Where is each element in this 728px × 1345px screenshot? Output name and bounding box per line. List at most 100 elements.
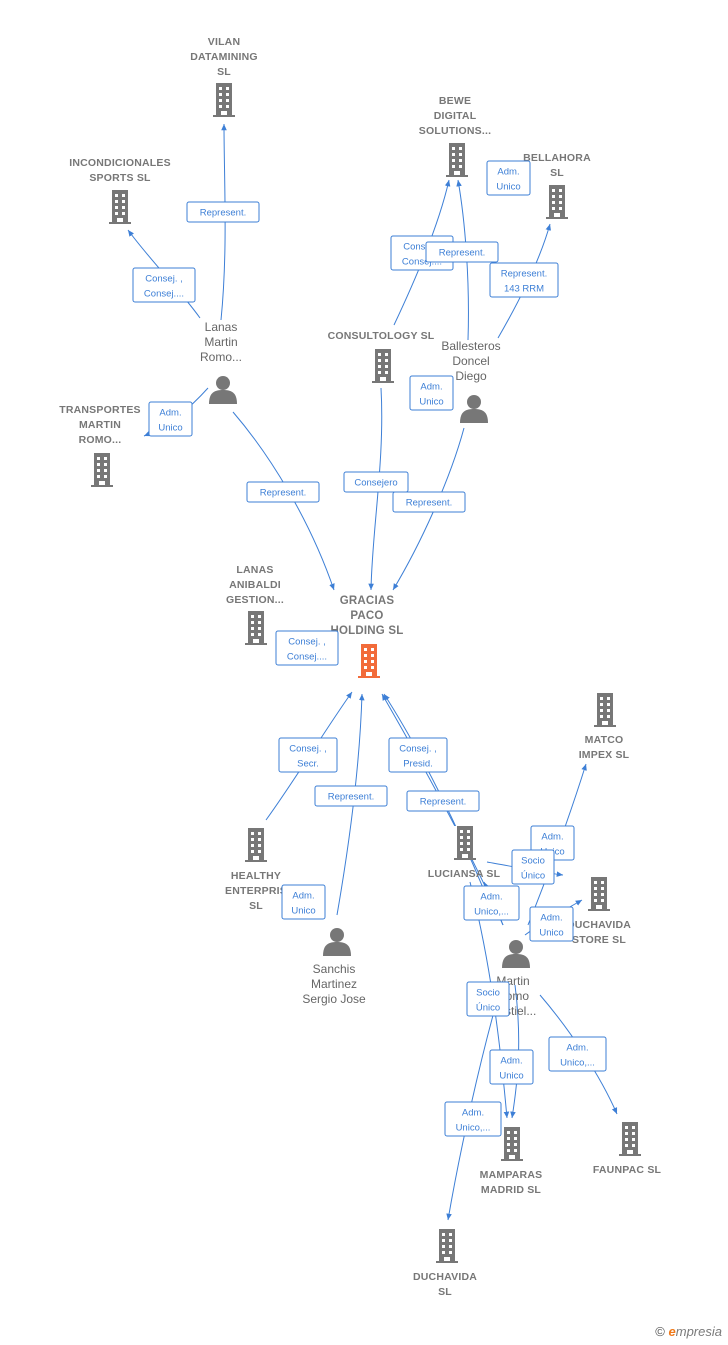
building-icon: [371, 349, 395, 383]
node-label-line: TRANSPORTES: [59, 404, 141, 416]
edge-label-e_adm_duchavida_store[interactable]: Adm.Unico: [529, 906, 574, 942]
edge-label-e_represent_sanchis[interactable]: Represent.: [314, 785, 388, 807]
building-icon: [108, 190, 132, 224]
company-node-bellahora[interactable]: BELLAHORA SL: [523, 152, 591, 219]
edge-label-box: [463, 885, 520, 921]
edge-label-e_consejero[interactable]: Consejero: [343, 471, 409, 493]
company-node-luciansa[interactable]: LUCIANSA SL: [428, 826, 501, 880]
edge-label-e_adm_duchavida[interactable]: Adm.Unico,...: [444, 1101, 502, 1137]
node-label-line: BELLAHORA: [523, 152, 591, 164]
node-label-line: MADRID SL: [481, 1184, 542, 1196]
company-node-faunpac[interactable]: FAUNPAC SL: [593, 1122, 662, 1176]
edge-label-e_adm_consultology[interactable]: Adm. Unico: [409, 375, 454, 411]
node-label-line: HOLDING SL: [331, 625, 404, 637]
edge-label-e_adm_healthy[interactable]: Adm.Unico: [281, 884, 326, 920]
node-label-line: ROMO...: [79, 434, 122, 446]
edge-label-text: Represent.: [406, 498, 452, 509]
edge-label-box: [489, 262, 559, 298]
edge-label-e_represent_ballesteros_main[interactable]: Represent.: [392, 491, 466, 513]
edge-label-text: Unico: [419, 397, 443, 408]
building-icon: [587, 877, 611, 911]
node-label-line: PACO: [350, 610, 383, 622]
edge-label-e_consej_secr[interactable]: Consej. ,Secr.: [278, 737, 338, 773]
edge-label-e_represent_bewe[interactable]: Represent.: [425, 241, 499, 263]
edge-label-e_consej_incond[interactable]: Consej. ,Consej....: [132, 267, 196, 303]
edge-label-text: Unico,...: [456, 1123, 491, 1134]
edge-label-e_adm_bewe[interactable]: Adm.Unico: [486, 160, 531, 196]
edge-label-box: [425, 241, 499, 263]
node-label-line: VILAN: [208, 36, 241, 48]
edge-label-text: 143 RRM: [504, 284, 544, 295]
edge-label-box: [444, 1101, 502, 1137]
edge-label-text: Adm.: [292, 891, 314, 902]
node-label-line: LANAS: [236, 564, 273, 576]
edge-label-text: Consej. ,: [288, 637, 326, 648]
edge-label-text: Consej. ,: [403, 242, 441, 253]
edge-label-e_represent_lanas_main[interactable]: Represent.: [246, 481, 320, 503]
edge-label-e_adm_luciansa[interactable]: Adm. Unico,...: [463, 885, 520, 921]
node-label-line: FAUNPAC SL: [593, 1164, 662, 1176]
edge-label-text: Consej....: [287, 652, 327, 663]
copyright-symbol: ©: [655, 1324, 665, 1339]
edge-label-text: Adm.: [420, 382, 442, 393]
node-label-line: DIGITAL: [434, 110, 477, 122]
edge-label-box: [486, 160, 531, 196]
edge-label-boxes: Represent.Consej. ,Consej....Adm.UnicoRe…: [132, 160, 607, 1137]
edge-label-text: Unico: [496, 182, 520, 193]
node-label-line: SL: [217, 66, 231, 78]
edge-label-box: [132, 267, 196, 303]
edge-label-box: [388, 737, 448, 773]
edge-label-e_consej_anibaldi[interactable]: Consej. , Consej....: [275, 630, 339, 666]
building-icon: [453, 826, 477, 860]
edge-label-text: Unico: [499, 1071, 523, 1082]
edge-label-text: Adm.: [480, 892, 502, 903]
edge-label-text: Adm.: [541, 832, 563, 843]
person-node-lanas_martin[interactable]: LanasMartinRomo...: [200, 320, 242, 404]
node-label-line: SL: [550, 167, 564, 179]
edge-label-e_represent_bellahora[interactable]: Represent. 143 RRM: [489, 262, 559, 298]
edge-label-e_represent_vilan[interactable]: Represent.: [186, 201, 260, 223]
edge-label-box: [466, 981, 510, 1017]
edge-label-box: [529, 906, 574, 942]
edge-label-e_adm_faunpac[interactable]: Adm.Unico,...: [548, 1036, 607, 1072]
edge-label-e_consej_presid[interactable]: Consej. , Presid.: [388, 737, 448, 773]
edge-label-text: Represent.: [501, 269, 547, 280]
edge-label-e_represent_martin_main[interactable]: Represent.: [406, 790, 480, 812]
company-node-lanas_anibaldi[interactable]: LANASANIBALDIGESTION...: [226, 564, 284, 645]
node-label-line: Lanas: [205, 320, 238, 334]
edge-label-text: Consej. ,: [399, 744, 437, 755]
building-icon: [593, 693, 617, 727]
company-node-consultology[interactable]: CONSULTOLOGY SL: [328, 330, 435, 383]
building-icon: [545, 185, 569, 219]
footer-brand: © empresia: [655, 1324, 722, 1339]
edge-label-box: [406, 790, 480, 812]
node-label-line: DATAMINING: [190, 51, 258, 63]
company-node-transportes[interactable]: TRANSPORTESMARTINROMO...: [59, 404, 141, 487]
building-icon: [212, 83, 236, 117]
company-node-bewe[interactable]: BEWEDIGITALSOLUTIONS...: [419, 95, 491, 177]
node-label-line: Martinez: [311, 977, 357, 991]
edge-label-text: Unico,...: [474, 907, 509, 918]
edge-label-text: Consejero: [354, 478, 397, 489]
edge-label-text: Consej. ,: [145, 274, 183, 285]
edge-label-text: Adm.: [566, 1043, 588, 1054]
edge-label-text: Presid.: [403, 759, 433, 770]
node-label-line: LUCIANSA SL: [428, 868, 501, 880]
node-label-line: Sergio Jose: [302, 992, 366, 1006]
edge-label-text: Secr.: [297, 759, 319, 770]
node-label-line: DUCHAVIDA: [567, 919, 631, 931]
company-node-vilan[interactable]: VILAN DATAMINING SL: [190, 36, 258, 117]
edge-label-e_adm_mamparas[interactable]: Adm.Unico: [489, 1049, 534, 1085]
edge-label-e_adm_transportes[interactable]: Adm.Unico: [148, 401, 193, 437]
